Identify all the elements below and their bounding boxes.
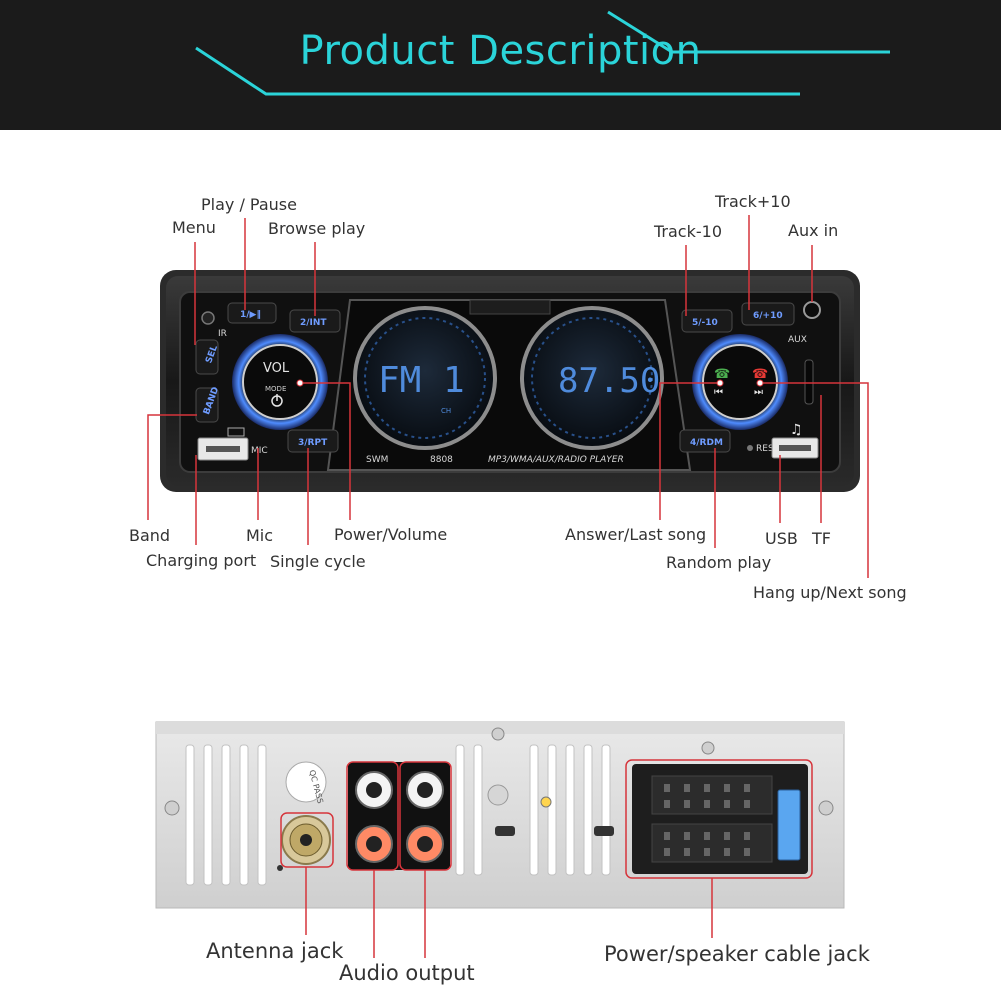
label-track-minus-10: Track-10 bbox=[654, 222, 722, 241]
svg-text:2/INT: 2/INT bbox=[300, 318, 327, 328]
player-text: MP3/WMA/AUX/RADIO PLAYER bbox=[488, 455, 624, 465]
svg-text:⏮: ⏮ bbox=[714, 387, 723, 398]
label-hang-up-next-song: Hang up/Next song bbox=[753, 583, 907, 602]
label-band: Band bbox=[129, 526, 171, 545]
svg-text:☎: ☎ bbox=[714, 367, 730, 382]
res-text: RES bbox=[756, 444, 774, 454]
label-track-plus-10: Track+10 bbox=[715, 192, 791, 211]
svg-text:4/RDM: 4/RDM bbox=[690, 438, 723, 448]
btn-1-play-pause[interactable]: 1/▶‖ bbox=[227, 302, 277, 324]
display-right-text: 87.50 bbox=[558, 361, 660, 401]
aux-text: AUX bbox=[788, 335, 807, 345]
aux-jack[interactable] bbox=[803, 301, 821, 319]
btn-5-track-minus[interactable]: 5/-10 bbox=[681, 309, 733, 333]
front-callouts bbox=[147, 215, 869, 578]
header-banner: Product Description bbox=[0, 0, 1001, 130]
svg-text:6/+10: 6/+10 bbox=[753, 311, 783, 321]
music-note-icon: ♫ bbox=[790, 422, 803, 438]
model-text: 8808 bbox=[430, 455, 453, 465]
antenna-jack[interactable] bbox=[281, 815, 331, 865]
right-lcd bbox=[520, 306, 664, 450]
mic-hole bbox=[201, 311, 215, 325]
label-charging-port: Charging port bbox=[146, 551, 257, 570]
label-tf: TF bbox=[812, 529, 831, 548]
rear-panel: QC PASS bbox=[155, 721, 845, 909]
iso-connector[interactable] bbox=[632, 764, 808, 874]
banner-decor-lines bbox=[195, 10, 890, 96]
rear-callouts bbox=[280, 759, 813, 958]
label-random-play: Random play bbox=[666, 553, 772, 572]
svg-text:3/RPT: 3/RPT bbox=[298, 438, 328, 448]
label-antenna-jack: Antenna jack bbox=[206, 939, 344, 963]
left-lcd bbox=[353, 306, 497, 450]
charging-usb-port[interactable] bbox=[197, 427, 249, 461]
label-play-pause: Play / Pause bbox=[201, 195, 297, 214]
label-single-cycle: Single cycle bbox=[270, 552, 366, 571]
svg-text:1/▶‖: 1/▶‖ bbox=[240, 310, 261, 320]
label-audio-output: Audio output bbox=[339, 961, 475, 985]
tf-slot[interactable] bbox=[804, 359, 814, 405]
svg-text:☎: ☎ bbox=[752, 367, 768, 382]
svg-text:VOL: VOL bbox=[263, 361, 290, 376]
label-power-volume: Power/Volume bbox=[334, 525, 448, 544]
svg-text:MODE: MODE bbox=[265, 385, 286, 393]
usb-port[interactable] bbox=[771, 437, 819, 459]
btn-6-track-plus[interactable]: 6/+10 bbox=[741, 302, 795, 326]
btn-3-rpt[interactable]: 3/RPT bbox=[287, 429, 339, 453]
btn-4-rdm[interactable]: 4/RDM bbox=[679, 429, 731, 453]
display-left-text: FM 1 bbox=[378, 360, 465, 401]
label-power-speaker-cable-jack: Power/speaker cable jack bbox=[604, 942, 870, 966]
page-title: Product Description bbox=[299, 28, 702, 74]
call-knob[interactable]: ☎ ☎ ⏮ ⏭ bbox=[692, 334, 788, 430]
label-aux-in: Aux in bbox=[788, 221, 839, 240]
label-usb: USB bbox=[765, 529, 798, 548]
brand-text: SWM bbox=[366, 455, 388, 465]
reset-hole[interactable] bbox=[747, 445, 753, 451]
btn-sel[interactable]: SEL bbox=[195, 339, 220, 375]
rca-jacks[interactable] bbox=[348, 762, 450, 870]
ch-indicator: CH bbox=[441, 407, 451, 415]
front-panel: FM 1 CH 87.50 SWM 8808 MP3/WMA/AUX/RADIO… bbox=[160, 270, 860, 492]
volume-knob[interactable]: VOL MODE bbox=[232, 334, 328, 430]
label-menu: Menu bbox=[172, 218, 216, 237]
label-mic: Mic bbox=[246, 526, 274, 545]
svg-text:⏭: ⏭ bbox=[754, 387, 763, 398]
front-callout-dots bbox=[296, 379, 764, 387]
ir-text: IR bbox=[218, 329, 227, 339]
label-browse-play: Browse play bbox=[268, 219, 366, 238]
svg-text:5/-10: 5/-10 bbox=[692, 318, 718, 328]
btn-band[interactable]: BAND bbox=[195, 386, 221, 423]
mic-text: MIC bbox=[251, 446, 268, 456]
label-answer-last-song: Answer/Last song bbox=[565, 525, 707, 544]
